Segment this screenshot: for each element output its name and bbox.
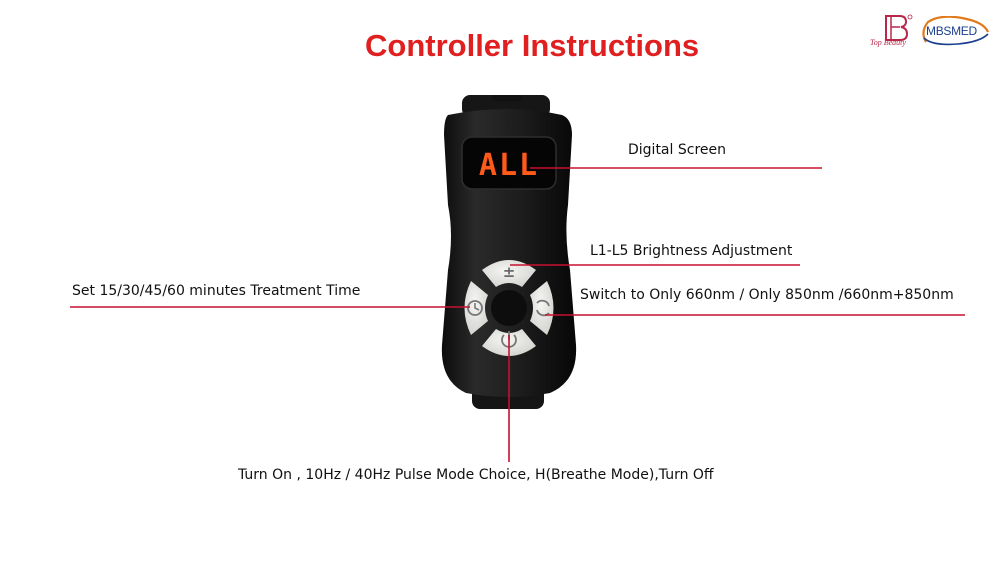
top-beauty-logo (885, 14, 913, 41)
label-treatment-time: Set 15/30/45/60 minutes Treatment Time (72, 283, 361, 299)
wavelength-switch-button[interactable] (530, 281, 554, 335)
clock-icon (467, 300, 483, 316)
screen-display-text: ALL (479, 148, 539, 183)
mbsmed-logo-text: MBSMED (926, 24, 977, 38)
cycle-icon (536, 299, 550, 317)
label-wavelength-switch: Switch to Only 660nm / Only 850nm /660nm… (580, 287, 954, 303)
top-beauty-logo-text: Top Beauty (870, 38, 906, 47)
brightness-button[interactable] (482, 260, 536, 287)
digital-screen (461, 136, 557, 190)
label-power: Turn On , 10Hz / 40Hz Pulse Mode Choice,… (238, 467, 714, 483)
mbsmed-logo (922, 16, 990, 46)
button-cluster-center (491, 290, 527, 326)
controller-device: ALL ± (441, 95, 577, 409)
plus-minus-icon: ± (503, 263, 516, 281)
page-title: Controller Instructions (365, 28, 700, 63)
label-digital-screen: Digital Screen (628, 142, 726, 158)
label-brightness: L1-L5 Brightness Adjustment (590, 243, 793, 259)
